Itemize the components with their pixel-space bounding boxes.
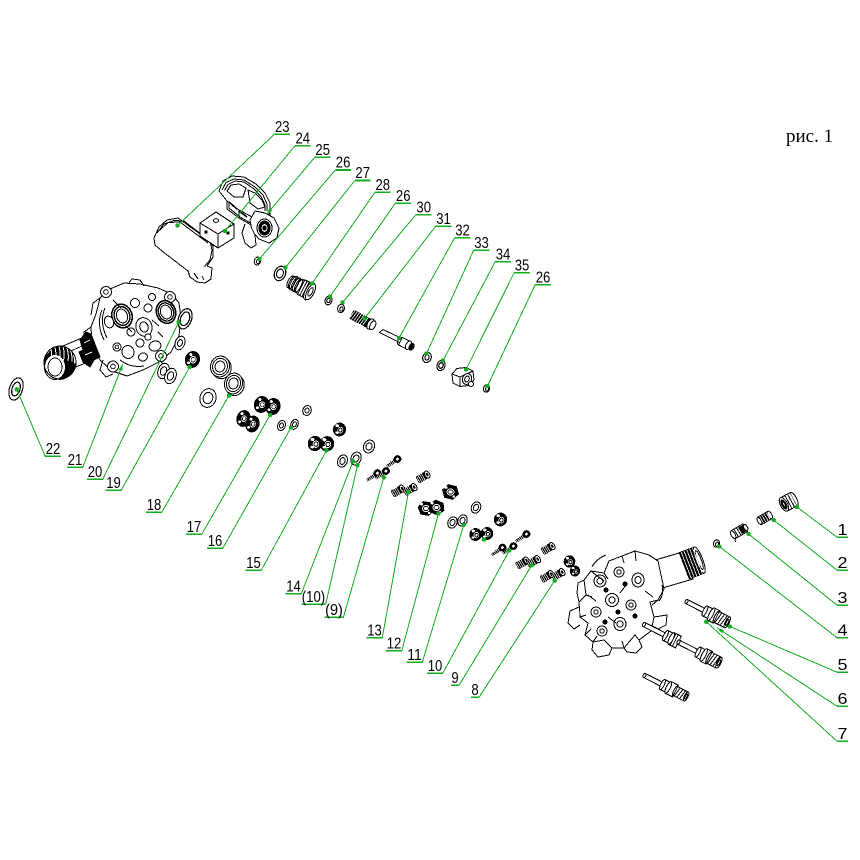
svg-text:35: 35 xyxy=(515,257,530,274)
svg-text:3: 3 xyxy=(838,590,848,607)
svg-text:12: 12 xyxy=(387,635,402,652)
svg-text:30: 30 xyxy=(416,199,431,216)
svg-text:32: 32 xyxy=(455,222,470,239)
svg-text:22: 22 xyxy=(46,441,61,458)
svg-text:20: 20 xyxy=(88,464,103,481)
svg-text:13: 13 xyxy=(367,622,382,639)
svg-text:5: 5 xyxy=(838,657,848,674)
svg-text:6: 6 xyxy=(838,691,848,708)
svg-text:23: 23 xyxy=(275,119,290,136)
svg-text:10: 10 xyxy=(428,658,443,675)
svg-text:14: 14 xyxy=(286,578,301,595)
svg-text:25: 25 xyxy=(315,142,330,159)
svg-text:4: 4 xyxy=(838,622,848,639)
svg-text:18: 18 xyxy=(147,497,162,514)
svg-text:26: 26 xyxy=(336,155,351,172)
svg-text:26: 26 xyxy=(396,188,411,205)
svg-text:рис. 1: рис. 1 xyxy=(786,126,833,147)
svg-text:33: 33 xyxy=(474,235,489,252)
svg-text:26: 26 xyxy=(536,269,551,286)
svg-text:24: 24 xyxy=(296,130,311,147)
svg-text:16: 16 xyxy=(208,533,223,550)
svg-text:11: 11 xyxy=(407,647,422,664)
svg-text:15: 15 xyxy=(246,555,261,572)
svg-text:19: 19 xyxy=(106,475,121,492)
svg-text:2: 2 xyxy=(838,555,848,572)
svg-text:(9): (9) xyxy=(325,602,343,619)
svg-text:8: 8 xyxy=(471,682,478,699)
svg-text:34: 34 xyxy=(496,246,511,263)
svg-text:28: 28 xyxy=(376,177,391,194)
svg-text:(10): (10) xyxy=(302,589,325,606)
svg-text:17: 17 xyxy=(187,519,202,536)
svg-text:27: 27 xyxy=(355,165,370,182)
svg-text:31: 31 xyxy=(436,211,451,228)
svg-text:7: 7 xyxy=(838,726,848,743)
svg-text:9: 9 xyxy=(451,670,458,687)
svg-text:1: 1 xyxy=(838,522,848,539)
svg-text:21: 21 xyxy=(68,452,83,469)
